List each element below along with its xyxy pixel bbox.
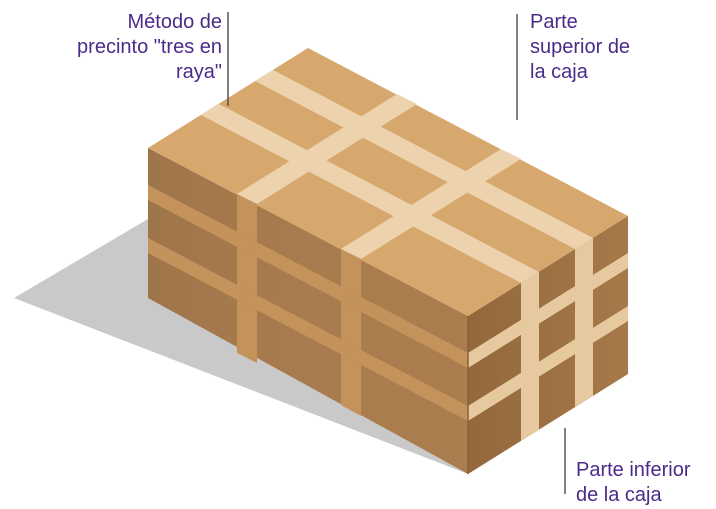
label-box-bottom: Parte inferior de la caja (576, 459, 691, 506)
label-tic-tac-toe-sealing-method: Método de precinto "tres en raya" (77, 11, 222, 83)
label-box-top: Parte superior de la caja (530, 11, 631, 83)
box-top-face (148, 48, 628, 316)
tape-top-long-2 (255, 70, 593, 249)
tape-top-cross-2 (341, 149, 521, 259)
tape-left-horizontal-1 (148, 185, 468, 368)
box-shadow (14, 219, 468, 474)
tape-top-long-1 (201, 104, 539, 283)
tape-left-vertical-2 (341, 249, 361, 416)
tape-top-cross-1 (237, 94, 417, 204)
tape-right-vertical-2 (575, 238, 593, 407)
tape-right-horizontal-1 (468, 253, 628, 368)
tape-left-vertical-1 (237, 194, 257, 363)
tape-left-horizontal-2 (148, 238, 468, 421)
tape-right-vertical-1 (521, 272, 539, 441)
tape-right-horizontal-2 (468, 306, 628, 421)
